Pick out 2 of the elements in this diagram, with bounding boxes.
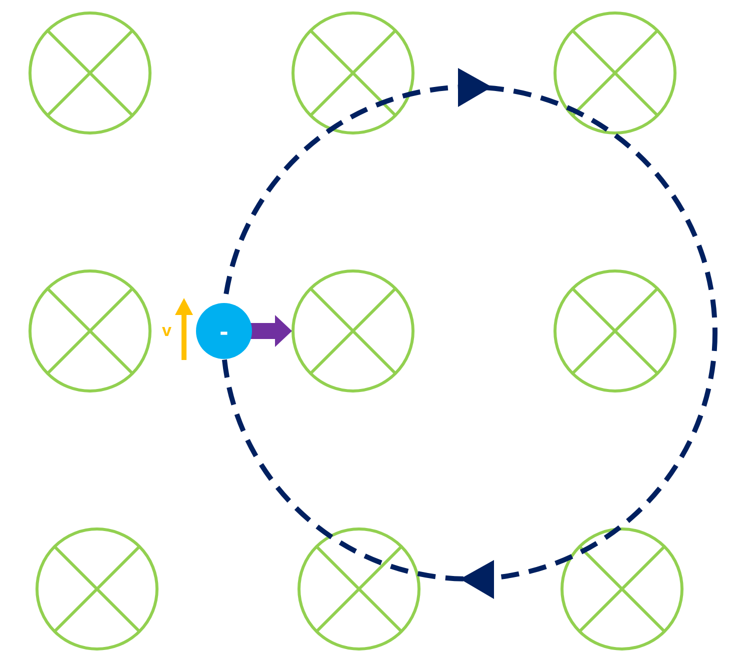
electron-circle: - — [196, 303, 252, 359]
velocity-label: v — [162, 322, 172, 339]
